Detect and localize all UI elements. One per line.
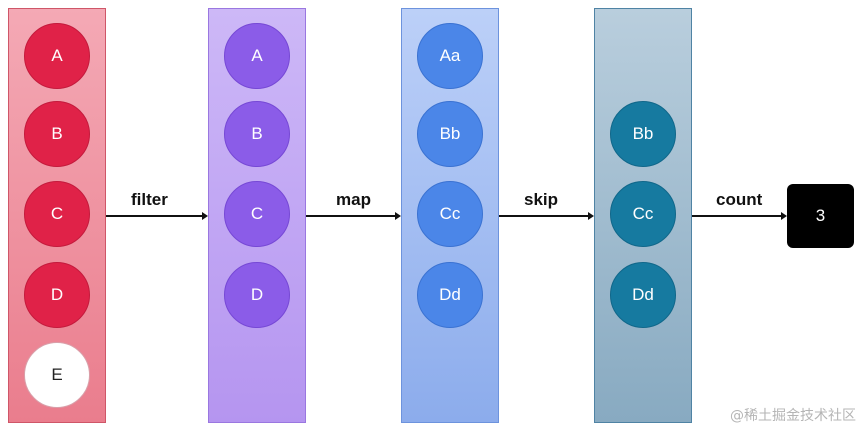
mapped-item-bb: Bb (417, 101, 483, 167)
mapped-item-aa: Aa (417, 23, 483, 89)
stream-item-c: C (24, 181, 90, 247)
skipped-item-cc: Cc (610, 181, 676, 247)
filter-label: filter (131, 190, 168, 209)
stream-item-e-filtered-out: E (24, 342, 90, 408)
filtered-item-c: C (224, 181, 290, 247)
stream-item-b: B (24, 101, 90, 167)
stream-item-a: A (24, 23, 90, 89)
skip-label: skip (524, 190, 559, 209)
mapped-item-cc: Cc (417, 181, 483, 247)
count-result-box: 3 (787, 184, 854, 248)
map-arrow (306, 210, 401, 240)
count-arrow (692, 210, 787, 240)
watermark: @稀土掘金技术社区 (730, 408, 856, 424)
skipped-item-bb: Bb (610, 101, 676, 167)
filtered-item-a: A (224, 23, 290, 89)
filtered-item-b: B (224, 101, 290, 167)
mapped-item-dd: Dd (417, 262, 483, 328)
count-label: count (716, 190, 763, 209)
filtered-item-d: D (224, 262, 290, 328)
map-label: map (336, 190, 371, 209)
skipped-item-dd: Dd (610, 262, 676, 328)
filter-arrow (106, 210, 208, 240)
skip-arrow (499, 210, 594, 240)
stream-item-d: D (24, 262, 90, 328)
